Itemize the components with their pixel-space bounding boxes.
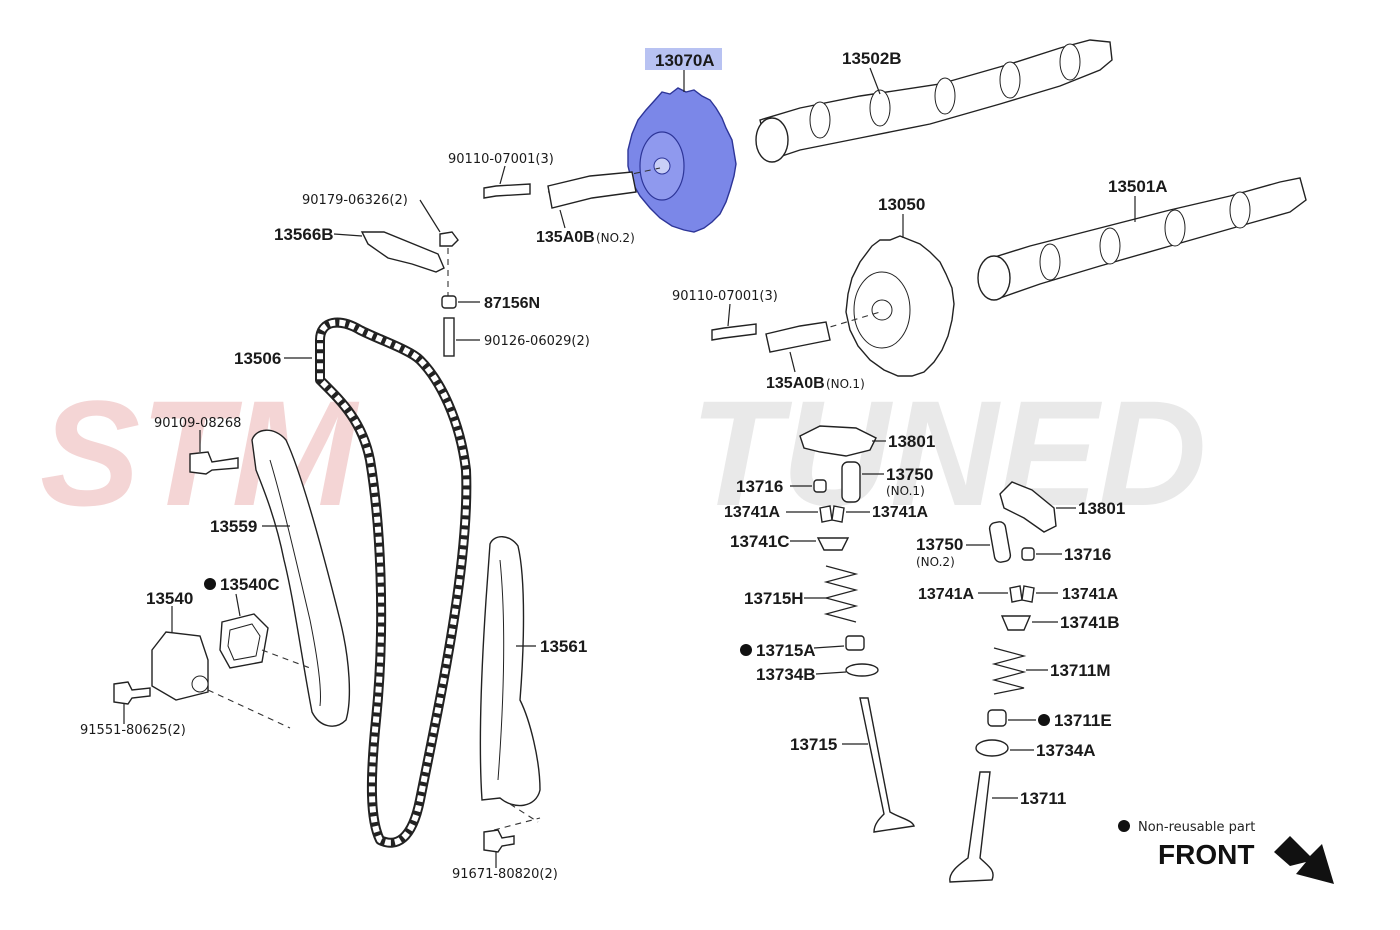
- label-13715A: 13715A: [756, 641, 816, 660]
- part-13540C-gasket[interactable]: [219, 613, 269, 669]
- non-reusable-marker-icon: [1118, 820, 1130, 832]
- label-13716-right: 13716: [1064, 545, 1111, 564]
- label-90110-upper: 90110-07001(3): [448, 152, 554, 167]
- part-13506-timing-chain[interactable]: [315, 317, 472, 848]
- part-13741A-keepers-right[interactable]: [1009, 585, 1035, 603]
- label-135A0B-no2-sub: (NO.2): [596, 231, 635, 245]
- part-13750-lash-adjuster-no1[interactable]: [841, 461, 861, 503]
- label-90126: 90126-06029(2): [484, 334, 590, 349]
- label-13711E: 13711E: [1054, 711, 1112, 730]
- label-13561: 13561: [540, 637, 587, 656]
- label-90179: 90179-06326(2): [302, 193, 408, 208]
- label-13715: 13715: [790, 735, 837, 754]
- part-13734A-spring-seat[interactable]: [975, 739, 1009, 757]
- part-13559-tensioner-arm[interactable]: [251, 429, 351, 727]
- label-13750-no1-sub: (NO.1): [886, 484, 925, 498]
- non-reusable-marker-13715A: [740, 644, 752, 656]
- label-13801-right: 13801: [1078, 499, 1125, 518]
- part-13716-shim-right[interactable]: [1021, 547, 1035, 561]
- label-13050: 13050: [878, 195, 925, 214]
- part-13711M-valve-spring[interactable]: [991, 647, 1027, 695]
- label-13716-left: 13716: [736, 477, 783, 496]
- part-13070A-sprocket[interactable]: [547, 48, 737, 233]
- arrow-down-right-icon: [1274, 836, 1334, 884]
- part-13566B-bracket[interactable]: [360, 231, 445, 273]
- part-87156N-spacer[interactable]: [441, 295, 457, 309]
- label-13750-no2-sub: (NO.2): [916, 555, 955, 569]
- label-13734B: 13734B: [756, 665, 816, 684]
- label-13750-no2: 13750: [916, 535, 963, 554]
- part-135A0B-no1[interactable]: [765, 321, 831, 353]
- label-13715H: 13715H: [744, 589, 804, 608]
- label-13711M: 13711M: [1050, 661, 1111, 680]
- part-13741C-retainer[interactable]: [816, 537, 850, 551]
- part-91671-bolt[interactable]: [483, 829, 515, 853]
- watermark-right: TUNED: [690, 369, 1207, 537]
- part-13750-lash-adjuster-no2[interactable]: [988, 521, 1012, 563]
- label-135A0B-no1: 135A0B: [766, 375, 825, 392]
- front-indicator: FRONT: [1158, 836, 1334, 884]
- highlight-label-box: [645, 48, 722, 70]
- label-13540: 13540: [146, 589, 193, 608]
- part-90110-bolt-lower[interactable]: [711, 323, 757, 341]
- part-13801-rocker-arm-right[interactable]: [999, 481, 1057, 533]
- label-13801-left: 13801: [888, 432, 935, 451]
- label-13559: 13559: [210, 517, 257, 536]
- label-13506: 13506: [234, 349, 281, 368]
- label-90110-lower: 90110-07001(3): [672, 289, 778, 304]
- label-13734A: 13734A: [1036, 741, 1096, 760]
- label-13501A: 13501A: [1108, 177, 1168, 196]
- part-13711-intake-valve[interactable]: [949, 771, 994, 883]
- front-label: FRONT: [1158, 839, 1254, 870]
- label-13741B: 13741B: [1060, 613, 1120, 632]
- part-91551-bolt[interactable]: [113, 681, 151, 705]
- label-13741A-left-2: 13741A: [872, 504, 928, 521]
- part-13801-rocker-arm-left[interactable]: [799, 425, 877, 457]
- part-90110-bolt-upper[interactable]: [483, 183, 531, 199]
- part-13502B-camshaft[interactable]: [755, 39, 1113, 163]
- label-13711: 13711: [1020, 789, 1066, 808]
- label-13741A-right-1: 13741A: [918, 586, 974, 603]
- part-13734B-spring-seat[interactable]: [845, 663, 879, 677]
- label-13741C: 13741C: [730, 532, 790, 551]
- label-13540C: 13540C: [220, 575, 280, 594]
- part-90179-nut[interactable]: [439, 231, 459, 247]
- label-135A0B-no1-sub: (NO.1): [826, 377, 865, 391]
- label-87156N: 87156N: [484, 295, 540, 312]
- part-13501A-camshaft[interactable]: [977, 177, 1307, 301]
- watermark: STM TUNED: [40, 369, 1207, 537]
- label-13502B: 13502B: [842, 49, 902, 68]
- legend: Non-reusable part: [1118, 820, 1255, 835]
- label-91551: 91551-80625(2): [80, 723, 186, 738]
- label-13566B: 13566B: [274, 225, 334, 244]
- label-135A0B-no2: 135A0B: [536, 229, 595, 246]
- part-13711E-valve-seal[interactable]: [987, 709, 1007, 727]
- non-reusable-marker-13711E: [1038, 714, 1050, 726]
- label-90109: 90109-08268: [154, 416, 241, 431]
- part-13741A-keepers-left[interactable]: [819, 505, 845, 523]
- part-13741B-retainer[interactable]: [1000, 615, 1032, 631]
- label-13750-no1: 13750: [886, 465, 933, 484]
- part-13715H-valve-spring[interactable]: [823, 565, 859, 623]
- part-13050-sprocket[interactable]: [819, 235, 955, 377]
- non-reusable-marker-13540C: [204, 578, 216, 590]
- part-13715A-valve-seal[interactable]: [845, 635, 865, 651]
- label-13741A-right-2: 13741A: [1062, 586, 1118, 603]
- part-90109-bolt[interactable]: [189, 451, 239, 475]
- label-13070A: 13070A: [655, 51, 715, 70]
- part-90126-stud[interactable]: [443, 317, 455, 357]
- label-91671: 91671-80820(2): [452, 867, 558, 882]
- part-13716-shim-left[interactable]: [813, 479, 827, 493]
- part-135A0B-no2[interactable]: [547, 171, 637, 209]
- part-13540-chain-tensioner[interactable]: [151, 631, 209, 701]
- label-13741A-left-1: 13741A: [724, 504, 780, 521]
- part-13715-exhaust-valve[interactable]: [859, 697, 915, 833]
- legend-text: Non-reusable part: [1138, 820, 1255, 835]
- part-13561-chain-guide[interactable]: [479, 536, 541, 807]
